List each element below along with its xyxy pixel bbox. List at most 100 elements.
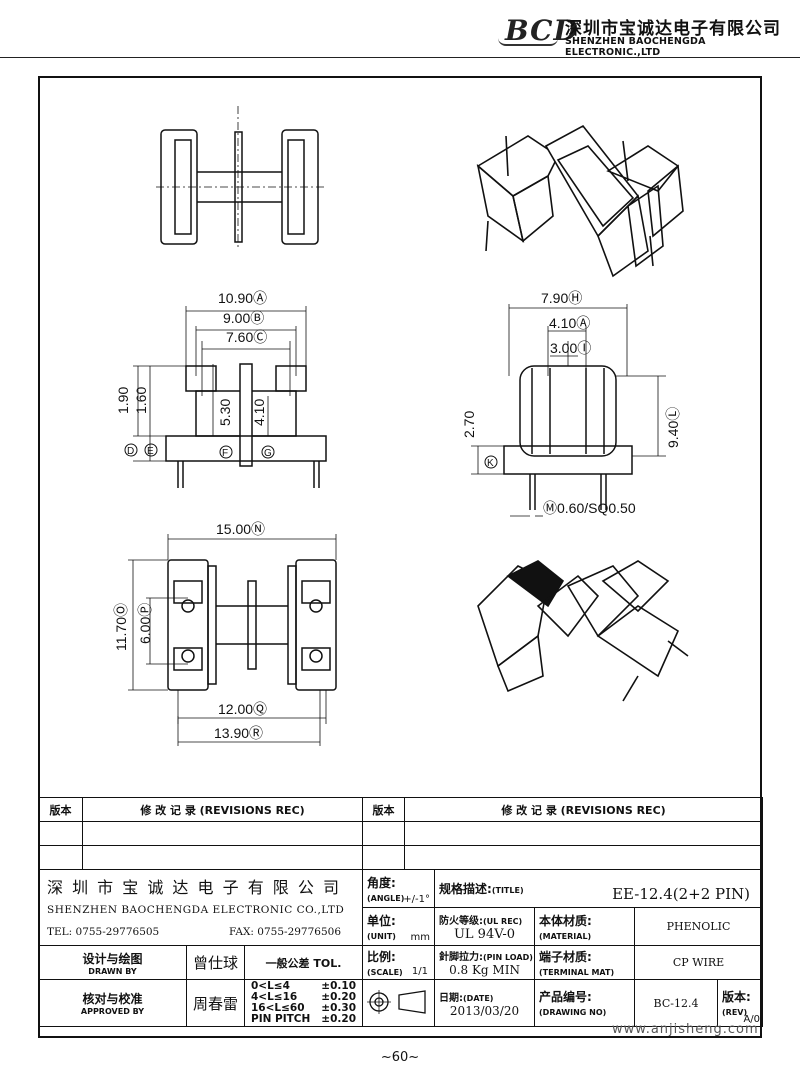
label-d: D: [127, 446, 134, 457]
ul-value: UL 94V-0: [453, 926, 516, 942]
scale-cell: 比例: (SCALE) 1/1: [362, 945, 436, 980]
angle-label: 角度:: [367, 875, 396, 890]
label-k: K: [487, 458, 494, 469]
dim-7-90: 7.90Ⓗ: [541, 290, 582, 306]
rev-col-records-2: 修 改 记 录 (REVISIONS REC): [404, 797, 764, 822]
dim-9-40: 9.40Ⓛ: [665, 407, 681, 448]
terminal-sub: (TERMINAL MAT): [539, 967, 615, 977]
material-value: PHENOLIC: [634, 907, 764, 946]
material-label-cell: 本体材质: (MATERIAL): [534, 907, 636, 946]
rev-value: A/0: [743, 1014, 761, 1025]
dim-1-90: 1.90: [115, 387, 131, 414]
rev-cell: 版本: (REV) A/0: [717, 979, 764, 1027]
label-e: E: [147, 446, 154, 457]
iso-view-bottom: [477, 560, 689, 702]
unit-sub: (UNIT): [367, 931, 396, 941]
ul-sub: (UL REC): [483, 916, 523, 926]
drawn-by-cell: 设计与绘图 DRAWN BY: [38, 945, 187, 980]
approved-by-value: 周春雷: [186, 979, 245, 1027]
header-rule: [0, 57, 800, 58]
rev-col-records-1: 修 改 记 录 (REVISIONS REC): [81, 797, 364, 822]
approved-sub: APPROVED BY: [80, 1007, 145, 1016]
tol-row: 16<L≤60±0.30: [251, 1002, 357, 1014]
dim-4-10-right: 4.10Ⓐ: [549, 315, 590, 331]
drawn-by-value: 曾仕球: [186, 945, 245, 980]
pin-load-label: 針脚拉力:: [439, 952, 484, 963]
dim-1-60: 1.60: [133, 387, 149, 414]
angle-sub: (ANGLE): [367, 893, 405, 903]
dim-7-60: 7.60Ⓒ: [226, 329, 267, 345]
tol-row: 4<L≤16±0.20: [251, 991, 357, 1003]
bottom-view: [167, 559, 337, 691]
dim-6-00: 6.00Ⓟ: [137, 603, 153, 644]
dim-13-90: 13.90Ⓡ: [214, 725, 263, 741]
date-label: 日期:: [439, 992, 464, 1004]
drawing-no-sub: (DRAWING NO): [539, 1008, 607, 1017]
unit-label: 单位:: [367, 913, 396, 928]
terminal-value: CP WIRE: [634, 945, 764, 980]
rev-label: 版本:: [722, 990, 751, 1004]
ul-label: 防火等级:: [439, 915, 484, 927]
projection-symbol-icon: [367, 989, 426, 1014]
angle-cell: 角度: (ANGLE) +/-1°: [362, 869, 436, 908]
projection-symbol-cell: [362, 979, 436, 1027]
tolerance-header: 一般公差 TOL.: [243, 945, 364, 980]
pin-load-cell: 針脚拉力:(PIN LOAD) 0.8 Kg MIN: [434, 945, 536, 980]
approved-by-cell: 核对与校准 APPROVED BY: [38, 979, 187, 1027]
dim-2-70: 2.70: [461, 411, 477, 438]
tol-row: 0<L≤4±0.10: [251, 980, 357, 992]
pin-spec: Ⓜ0.60/SQ0.50: [543, 500, 636, 516]
date-cell: 日期:(DATE) 2013/03/20: [434, 979, 536, 1027]
page-number: ~60~: [380, 1050, 420, 1065]
material-label: 本体材质:: [539, 913, 592, 928]
date-sub: (DATE): [463, 993, 494, 1003]
dim-5-30: 5.30: [217, 399, 233, 426]
pin-load-sub: (PIN LOAD): [483, 953, 533, 962]
logo-swoosh: [498, 38, 558, 46]
company-name-cn: 深圳市宝诚达电子有限公司: [565, 19, 781, 39]
rev-sub: (REV): [722, 1008, 748, 1017]
fax: FAX: 0755-29776506: [229, 926, 342, 938]
label-f: F: [222, 448, 228, 459]
dim-11-70: 11.70Ⓞ: [113, 603, 129, 651]
scale-sub: (SCALE): [367, 967, 403, 977]
title-block: 版本 修 改 记 录 (REVISIONS REC) 版本 修 改 记 录 (R…: [37, 797, 764, 1027]
tolerance-table: 0<L≤4±0.10 4<L≤16±0.20 16<L≤60±0.30 PIN …: [243, 979, 364, 1027]
drawing-no-value: BC-12.4: [634, 979, 719, 1027]
unit-cell: 单位: (UNIT) mm: [362, 907, 436, 946]
tel: TEL: 0755-29776505: [47, 926, 160, 938]
company-info-cell: 深 圳 市 宝 诚 达 电 子 有 限 公 司 SHENZHEN BAOCHEN…: [37, 869, 364, 946]
rev-col-version-2: 版本: [362, 797, 406, 822]
dim-3-00: 3.00Ⓘ: [550, 340, 591, 356]
iso-view-top: [476, 124, 684, 278]
dim-15-00: 15.00Ⓝ: [216, 521, 265, 537]
title-label: 规格描述:: [439, 882, 492, 896]
company-cn-footer: 深 圳 市 宝 诚 达 电 子 有 限 公 司: [47, 878, 341, 897]
terminal-label-cell: 端子材质: (TERMINAL MAT): [534, 945, 636, 980]
company-en-footer: SHENZHEN BAOCHENGDA ELECTRONIC CO.,LTD: [47, 904, 345, 916]
dim-10-90: 10.90Ⓐ: [218, 290, 267, 306]
terminal-label: 端子材质:: [539, 949, 592, 964]
approved-label: 核对与校准: [82, 992, 143, 1006]
top-view: [156, 106, 324, 248]
scale-label: 比例:: [367, 949, 396, 964]
watermark: www.anjisheng.com: [612, 1022, 759, 1037]
label-g: G: [264, 448, 272, 459]
technical-drawing: 10.90Ⓐ 9.00Ⓑ 7.60Ⓒ 1.90 1.60 5.30 4.10 D…: [113, 106, 689, 746]
dim-4-10: 4.10: [251, 399, 267, 426]
header: BCD 深圳市宝诚达电子有限公司 SHENZHEN BAOCHENGDA ELE…: [0, 0, 800, 60]
tol-row: PIN PITCH±0.20: [251, 1013, 357, 1025]
date-value: 2013/03/20: [449, 1003, 520, 1018]
angle-value: +/-1°: [403, 894, 431, 905]
scale-value: 1/1: [411, 966, 429, 977]
title-cell: 规格描述:(TITLE) EE-12.4(2+2 PIN): [434, 869, 764, 908]
drawn-sub: DRAWN BY: [88, 966, 137, 976]
title-value: EE-12.4(2+2 PIN): [612, 885, 751, 903]
unit-value: mm: [410, 932, 431, 943]
dim-9-00: 9.00Ⓑ: [223, 310, 264, 326]
drawing-no-label-cell: 产品编号: (DRAWING NO): [534, 979, 636, 1027]
side-view: [503, 365, 633, 510]
front-view: [165, 306, 327, 488]
material-sub: (MATERIAL): [539, 931, 592, 941]
title-sub: (TITLE): [491, 886, 524, 895]
